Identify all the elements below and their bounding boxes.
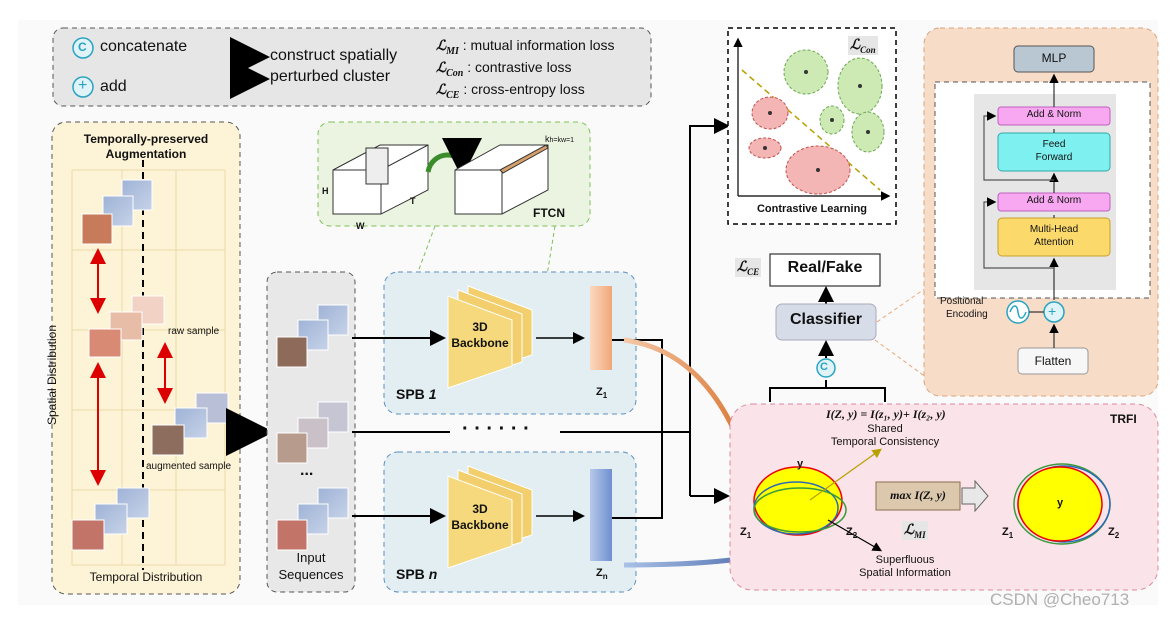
ftcn-cube-right	[454, 144, 549, 215]
face-stack-raw	[88, 295, 165, 358]
realfake-box	[769, 253, 881, 287]
flatten-box	[1017, 347, 1089, 375]
add-legend-label: add	[100, 78, 127, 95]
augmentation-title-2: Augmentation	[105, 147, 187, 161]
temporal-axis-label: Temporal Distribution	[89, 570, 203, 584]
concat-legend-label: concatenate	[100, 38, 188, 55]
concat-symbol: C	[820, 361, 828, 373]
max-mi-box	[875, 481, 961, 511]
raw-sample-label: raw sample	[168, 326, 220, 337]
middle-ellipsis: · · · · · ·	[462, 418, 530, 440]
spbn-backbone	[447, 465, 533, 569]
mlp-box	[1013, 45, 1095, 73]
venn-left-z1: Z1	[740, 526, 752, 541]
venn-left-z2: Z2	[846, 526, 858, 541]
spbn-title: SPB n	[396, 566, 438, 582]
ffn-label-2: Forward	[1035, 152, 1073, 163]
contrastive-clusters	[748, 49, 885, 195]
spb1-z-label: Z1	[596, 386, 608, 401]
input-ellipsis: ...	[300, 462, 314, 479]
input-label-2: Sequences	[278, 567, 344, 582]
positional-label-2: Encoding	[946, 309, 988, 320]
face-stack-top	[81, 179, 153, 245]
shared-label-2: Temporal Consistency	[830, 436, 940, 448]
add-symbol: +	[1048, 303, 1057, 319]
mha-label-1: Multi-Head	[1029, 224, 1079, 235]
loss-con-legend: ℒCon : contrastive loss	[436, 59, 572, 79]
venn-right-z2: Z2	[1108, 526, 1120, 541]
venn-right-z1: Z1	[1002, 526, 1014, 541]
shared-label-1: Shared	[867, 423, 903, 435]
mlp-label: MLP	[1041, 51, 1067, 65]
cluster-arrow-label-1: construct spatially	[270, 47, 398, 64]
trfi-title: TRFI	[1110, 412, 1137, 426]
ce-loss-label: ℒCE	[735, 258, 762, 277]
mha-label-2: Attention	[1034, 237, 1074, 248]
venn-left-y: y	[797, 458, 804, 470]
contrastive-caption: Contrastive Learning	[756, 203, 868, 215]
max-mi-arrow	[961, 479, 989, 513]
spb1-backbone	[447, 285, 533, 389]
spbn-backbone-label-1: 3D	[472, 502, 488, 516]
superfluous-label-2: Spatial Information	[859, 567, 951, 579]
classifier-label: Classifier	[789, 311, 863, 328]
mi-loss-label: ℒMI	[902, 521, 928, 540]
concat-circle	[816, 358, 836, 378]
add-norm-top-label: Add & Norm	[1026, 109, 1082, 120]
ftcn-t-label: T	[410, 196, 416, 206]
ftcn-kernel-label: kh=kw=1	[545, 134, 575, 144]
spb1-feature-bar	[590, 286, 612, 370]
spbn-backbone-label-2: Backbone	[451, 518, 509, 532]
add-legend-symbol: +	[78, 77, 88, 94]
spbn-z-label: Zn	[596, 567, 608, 582]
venn-right-y: y	[1057, 497, 1064, 509]
ftcn-cube-left	[332, 144, 429, 215]
face-stack-bottom	[71, 487, 150, 551]
spb1-backbone-label-1: 3D	[472, 320, 488, 334]
spb1-title: SPB 1	[396, 386, 437, 402]
venn-right	[1013, 463, 1111, 545]
positional-label-1: Positional	[940, 296, 984, 307]
augmented-sample-label: augmented sample	[146, 461, 232, 472]
superfluous-label-1: Superfluous	[875, 554, 935, 566]
max-mi-label: max I(Z, y)	[890, 488, 946, 502]
input-seq-3	[276, 487, 349, 551]
flatten-label: Flatten	[1034, 354, 1072, 368]
augmentation-title-1: Temporally-preserved	[83, 132, 209, 146]
ffn-label-1: Feed	[1042, 139, 1066, 150]
ftcn-transform-icon	[425, 137, 482, 178]
cluster-arrow-label-2: perturbed cluster	[270, 68, 391, 85]
ftcn-title: FTCN	[533, 206, 565, 220]
watermark: CSDN @Cheo713	[990, 590, 1130, 609]
input-label-1: Input	[296, 550, 326, 565]
concat-legend-symbol: C	[78, 40, 87, 54]
realfake-label: Real/Fake	[787, 259, 863, 276]
trfi-equation: I(Z, y) = I(z₁, y)+ I(z₂, y)	[826, 407, 946, 421]
add-norm-bottom-label: Add & Norm	[1026, 195, 1082, 206]
input-seq-2	[276, 401, 349, 464]
ftcn-h-label: H	[322, 186, 329, 196]
spatial-axis-label: Spatial Distribution	[45, 324, 59, 426]
loss-mi-legend: ℒMI : mutual information loss	[436, 37, 615, 57]
loss-ce-legend: ℒCE : cross-entropy loss	[436, 81, 585, 101]
spb1-backbone-label-2: Backbone	[451, 336, 509, 350]
legend-box	[52, 27, 652, 107]
spbn-feature-bar	[590, 469, 612, 561]
input-seq-1	[276, 304, 349, 368]
contrastive-loss-label: ℒCon	[848, 36, 878, 55]
ftcn-w-label: W	[356, 221, 365, 231]
face-stack-augmented	[151, 392, 229, 456]
